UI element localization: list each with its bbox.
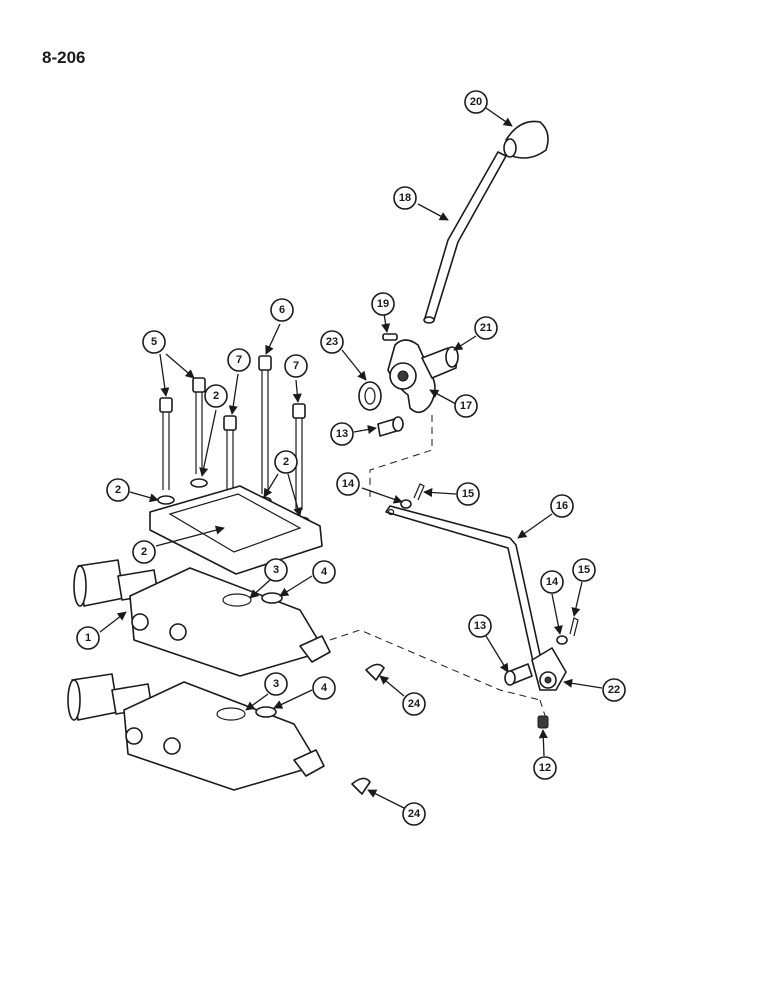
svg-text:2: 2 (115, 484, 121, 496)
svg-text:23: 23 (326, 336, 338, 348)
page-number: 8-206 (42, 48, 86, 67)
svg-text:21: 21 (480, 322, 492, 334)
control-knob (503, 120, 549, 159)
callout-2: 2 (274, 450, 298, 474)
bolt-upper (377, 416, 404, 437)
svg-text:13: 13 (336, 428, 348, 440)
svg-text:7: 7 (293, 360, 299, 372)
svg-text:2: 2 (213, 390, 219, 402)
bolt-lower (504, 663, 533, 686)
callout-21: 21 (474, 316, 498, 340)
callout-1: 1 (76, 626, 100, 650)
callout-16: 16 (550, 494, 574, 518)
callout-3: 3 (264, 672, 288, 696)
svg-text:15: 15 (578, 564, 590, 576)
svg-text:15: 15 (462, 488, 474, 500)
svg-text:4: 4 (321, 566, 328, 578)
valve-section-upper (73, 559, 331, 677)
svg-text:1: 1 (85, 632, 91, 644)
svg-text:4: 4 (321, 682, 328, 694)
washer-small (556, 635, 568, 645)
svg-text:5: 5 (151, 336, 157, 348)
svg-text:19: 19 (377, 298, 389, 310)
assembly-guide-line (369, 415, 433, 500)
leader-lines (99, 107, 603, 809)
clevis-pin (365, 663, 385, 681)
cotter-pin (413, 483, 425, 501)
svg-text:12: 12 (539, 762, 551, 774)
clevis (531, 647, 567, 691)
callout-4: 4 (312, 560, 336, 584)
callout-14: 14 (540, 570, 564, 594)
svg-text:7: 7 (236, 354, 242, 366)
washer (358, 381, 382, 411)
callout-2: 2 (106, 478, 130, 502)
callout-24: 24 (402, 802, 426, 826)
svg-text:17: 17 (460, 400, 472, 412)
callout-6: 6 (270, 298, 294, 322)
cover-plate (149, 485, 323, 575)
washer-small (400, 499, 412, 509)
svg-text:24: 24 (408, 808, 421, 820)
callout-2: 2 (132, 540, 156, 564)
set-screw (537, 715, 549, 729)
assembly-guide-line (539, 699, 549, 726)
long-bolts (159, 355, 306, 512)
valve-section-lower (67, 673, 325, 791)
cotter-pin (569, 617, 579, 637)
svg-text:14: 14 (342, 478, 355, 490)
svg-text:2: 2 (141, 546, 147, 558)
callout-23: 23 (320, 330, 344, 354)
callout-17: 17 (454, 394, 478, 418)
callout-7: 7 (227, 348, 251, 372)
svg-text:3: 3 (273, 678, 279, 690)
callout-5: 5 (142, 330, 166, 354)
callout-13: 13 (330, 422, 354, 446)
pin (382, 333, 398, 341)
callout-14: 14 (336, 472, 360, 496)
svg-text:13: 13 (474, 620, 486, 632)
svg-text:6: 6 (279, 304, 285, 316)
svg-text:20: 20 (470, 96, 482, 108)
callout-20: 20 (464, 90, 488, 114)
svg-text:14: 14 (546, 576, 559, 588)
callout-18: 18 (393, 186, 417, 210)
svg-text:3: 3 (273, 564, 279, 576)
callout-2: 2 (204, 384, 228, 408)
bushing (421, 346, 459, 379)
callouts: 20 18 19 23 21 17 13 6 5 7 7 2 2 2 2 14 … (76, 90, 626, 826)
callout-3: 3 (264, 558, 288, 582)
assembly-guide-line (329, 629, 541, 701)
callout-13: 13 (468, 614, 492, 638)
svg-text:22: 22 (608, 684, 620, 696)
callout-15: 15 (572, 558, 596, 582)
clevis-pin (351, 777, 371, 795)
link-rod (385, 505, 543, 667)
svg-text:2: 2 (283, 456, 289, 468)
lever-bracket (387, 339, 436, 414)
svg-text:16: 16 (556, 500, 568, 512)
svg-text:24: 24 (408, 698, 421, 710)
callout-7: 7 (284, 354, 308, 378)
callout-12: 12 (533, 756, 557, 780)
callout-24: 24 (402, 692, 426, 716)
callout-19: 19 (371, 292, 395, 316)
svg-text:18: 18 (399, 192, 411, 204)
lever-handle (423, 151, 507, 324)
callout-15: 15 (456, 482, 480, 506)
callout-4: 4 (312, 676, 336, 700)
callout-22: 22 (602, 678, 626, 702)
